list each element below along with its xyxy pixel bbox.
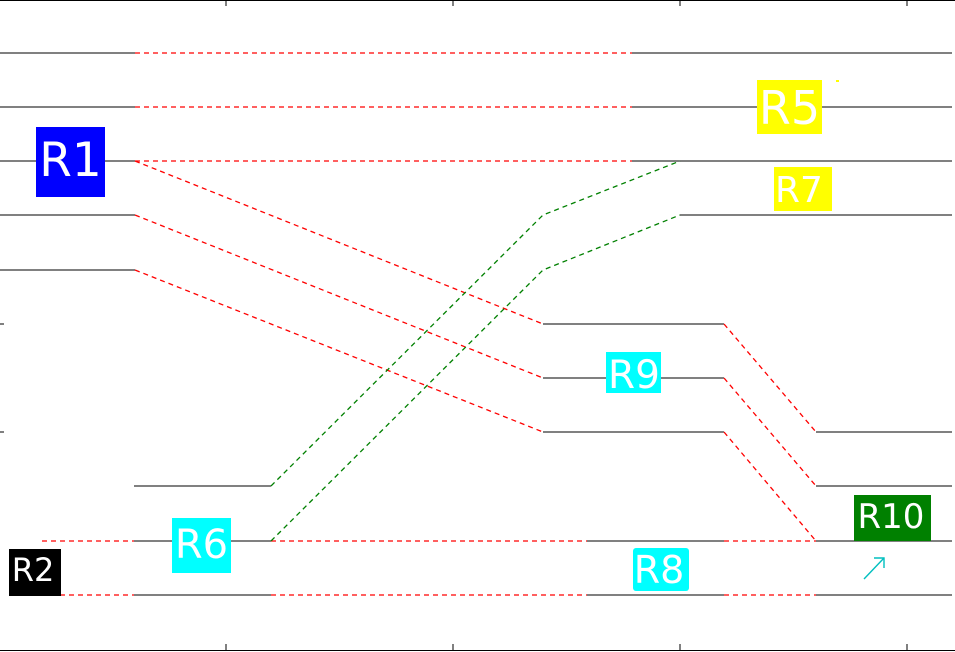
red-link-6 xyxy=(134,269,544,433)
red-link-4 xyxy=(134,160,544,325)
label-r1: R1 xyxy=(36,127,105,197)
label-r7-text: R7 xyxy=(775,170,823,211)
label-r10-text: R10 xyxy=(858,497,925,537)
label-r5-bg xyxy=(757,80,822,134)
label-r1-text: R1 xyxy=(39,133,102,188)
red-link-5 xyxy=(134,214,544,379)
label-r9: R9 xyxy=(606,352,661,398)
yellow-speck xyxy=(836,80,839,82)
label-r5-text: R5 xyxy=(759,81,820,135)
label-r7-bg xyxy=(774,167,832,211)
label-r8-bg xyxy=(633,548,689,591)
label-r8: R8 xyxy=(633,548,689,592)
label-r9-bg xyxy=(606,352,661,393)
label-r7: R7 xyxy=(774,167,832,211)
label-r6-bg xyxy=(172,518,231,573)
label-r6-text: R6 xyxy=(175,522,228,568)
red-link-7 xyxy=(723,323,817,433)
label-r2-text: R2 xyxy=(12,551,55,589)
label-r9-text: R9 xyxy=(608,353,660,398)
green-link-1 xyxy=(270,160,681,487)
label-r2: R2 xyxy=(9,549,61,596)
label-r10-bg xyxy=(854,495,931,541)
red-link-9 xyxy=(723,431,817,542)
level-lines xyxy=(0,52,952,596)
label-r8-text: R8 xyxy=(634,548,685,592)
label-r1-bg xyxy=(36,127,105,197)
arrow-icon xyxy=(863,557,885,580)
green-dashed-connections xyxy=(270,160,681,542)
label-r5: R5 xyxy=(757,80,822,135)
label-r2-bg xyxy=(9,549,61,596)
red-link-8 xyxy=(723,377,817,487)
label-r10: R10 xyxy=(854,495,931,541)
green-link-2 xyxy=(270,214,681,542)
red-dashed-connections xyxy=(42,52,817,596)
label-r6: R6 xyxy=(172,518,231,573)
